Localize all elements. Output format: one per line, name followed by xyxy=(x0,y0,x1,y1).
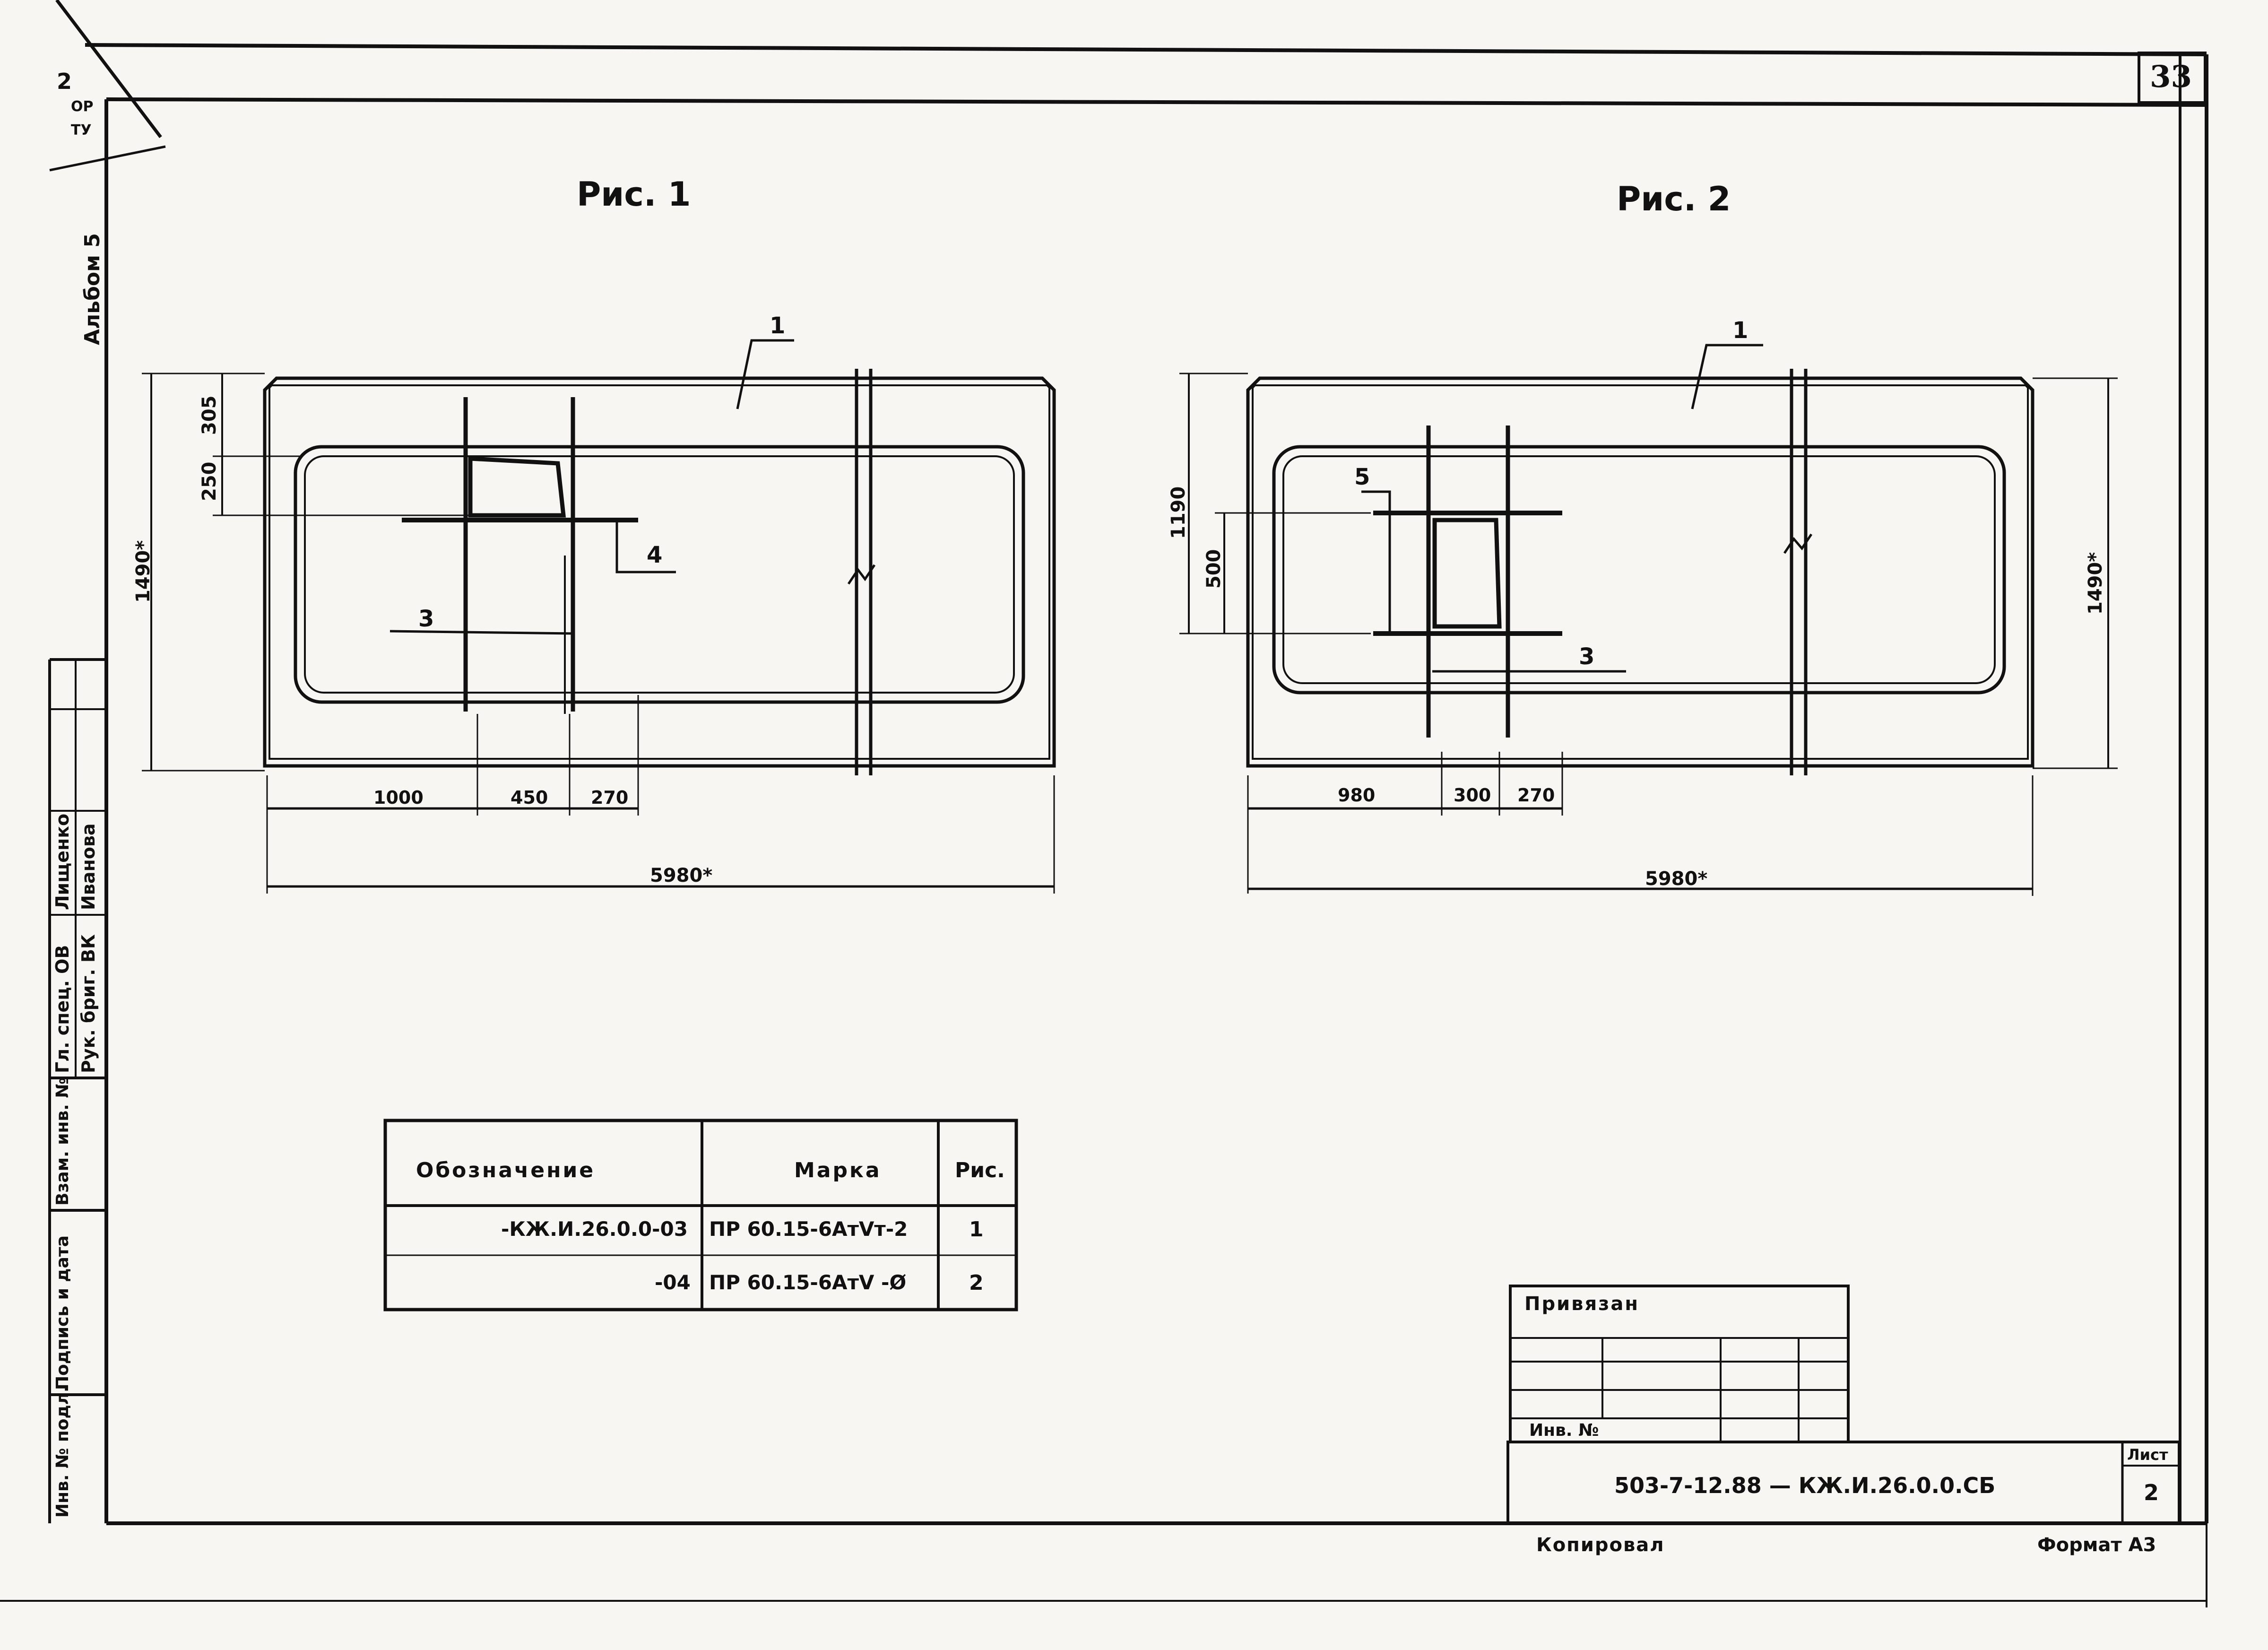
figure-2-dim-left-height: 1190 xyxy=(1168,486,1189,539)
figure-1-dim-width: 5980* xyxy=(650,865,712,886)
title-block-code: 503-7-12.88 — КЖ.И.26.0.0.СБ xyxy=(1614,1473,1996,1498)
figure-1-dim-d3: 270 xyxy=(591,787,628,808)
spec-row1-fig: 1 xyxy=(969,1217,984,1242)
figure-2: Рис. 2 1 5 3 980 300 270 5980* xyxy=(1179,180,2118,896)
figure-1-callout-4: 4 xyxy=(647,542,662,568)
title-block-frame xyxy=(1506,1285,2181,1525)
spec-header-mark: Марка xyxy=(794,1158,882,1182)
spec-header-designation: Обозначение xyxy=(416,1158,596,1182)
figure-2-dim-d2: 300 xyxy=(1454,785,1491,806)
spec-row2-designation: -04 xyxy=(655,1271,691,1294)
spec-row1-designation: -КЖ.И.26.0.0-03 xyxy=(501,1217,688,1241)
corner-stamp-3: ТУ xyxy=(71,122,92,139)
figure-2-dim-d1: 980 xyxy=(1338,785,1375,806)
strip-field-replace: Взам. инв. № xyxy=(53,1077,72,1206)
figure-2-dim-width: 5980* xyxy=(1645,868,1707,890)
figure-1-dim-top-offset: 305 xyxy=(199,395,220,435)
footer-format: Формат А3 xyxy=(2037,1534,2156,1556)
figure-1-dim-d2: 450 xyxy=(511,787,548,808)
strip-name-1: Лищенко xyxy=(52,813,73,910)
footer-copied: Копировал xyxy=(1536,1534,1665,1556)
spec-row2-mark: ПР 60.15-6АтⅤ -Ø xyxy=(709,1271,907,1294)
figure-2-title: Рис. 2 xyxy=(1617,180,1731,218)
figure-1-dim-d1: 1000 xyxy=(373,787,424,808)
corner-stamp-2: ОР xyxy=(71,98,94,115)
spec-row2-fig: 2 xyxy=(969,1271,984,1295)
figure-1-title: Рис. 1 xyxy=(577,175,691,214)
figure-2-dim-opening-height: 500 xyxy=(1203,549,1225,589)
strip-name-2: Иванова xyxy=(78,823,99,910)
corner-stamp-1: 2 xyxy=(57,69,72,94)
spec-row1-mark: ПР 60.15-6АтⅤт-2 xyxy=(709,1217,908,1241)
frame xyxy=(0,0,2208,1607)
figure-1-callout-1: 1 xyxy=(770,313,785,339)
spec-header-fig: Рис. xyxy=(955,1158,1005,1182)
figure-1-dim-height: 1490* xyxy=(132,540,154,603)
figure-1: Рис. 1 1 3 4 1000 450 270 5980* xyxy=(142,175,1056,894)
spec-table-frame xyxy=(383,1119,1018,1311)
sheet-number: 2 xyxy=(2144,1480,2159,1505)
strip-role-2: Рук. бриг. ВК xyxy=(78,934,99,1073)
strip-field-inv: Инв. № подл. xyxy=(53,1386,72,1518)
strip-field-sign: Подпись и дата xyxy=(53,1235,72,1390)
figure-2-callout-3: 3 xyxy=(1579,643,1594,670)
figure-2-dim-height: 1490* xyxy=(2085,552,2106,615)
album-label: Альбом 5 xyxy=(80,233,104,345)
approval-inv-label: Инв. № xyxy=(1529,1421,1599,1440)
sheet-label: Лист xyxy=(2127,1446,2168,1464)
strip-role-1: Гл. спец. ОВ xyxy=(52,945,73,1073)
figure-1-dim-opening-height: 250 xyxy=(199,461,220,502)
page-number: 33 xyxy=(2150,59,2192,95)
approval-title: Привязан xyxy=(1524,1293,1640,1315)
figure-2-callout-1: 1 xyxy=(1732,317,1748,344)
figure-2-callout-5: 5 xyxy=(1354,464,1370,490)
figure-1-callout-3: 3 xyxy=(418,606,434,632)
figure-2-dim-d3: 270 xyxy=(1517,785,1555,806)
